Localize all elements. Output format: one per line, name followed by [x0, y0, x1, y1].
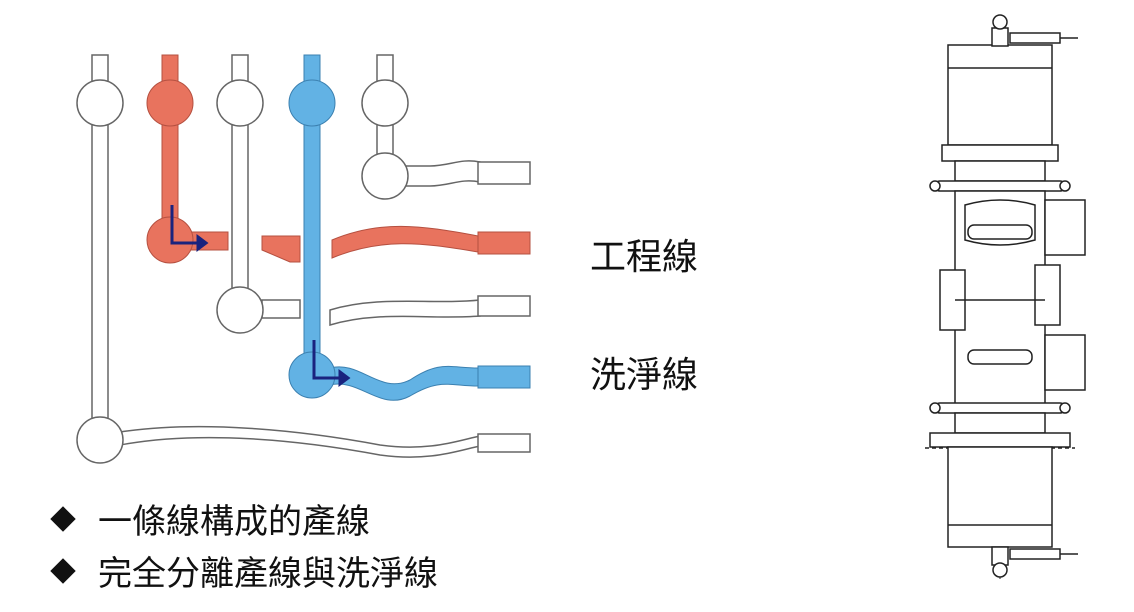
valve-circle: [216, 286, 264, 334]
diamond-bullet-icon: [50, 505, 76, 532]
valve-circle: [76, 416, 124, 464]
diamond-bullet-icon: [50, 557, 76, 584]
valve-circle: [216, 79, 264, 127]
valve-circle: [361, 79, 409, 127]
cleaning-line-label: 洗淨線: [590, 355, 699, 396]
valve-circle: [76, 79, 124, 127]
cleaning-pipe-horizontal: [329, 365, 479, 401]
pipe-1-horizontal: [119, 425, 481, 458]
bullet-item: 一條線構成的產線: [48, 494, 370, 543]
process-valve: [146, 216, 194, 264]
flow-arrow-icon: [170, 205, 198, 245]
process-line-label: 工程線: [590, 237, 699, 278]
flow-arrow-icon: [312, 340, 340, 380]
process-pipe-horizontal: [331, 225, 479, 259]
cleaning-valve: [288, 351, 336, 399]
bullet-item: 完全分離產線與洗淨線: [48, 546, 438, 595]
valve-cross-section: [925, 14, 1086, 580]
valve-circle: [361, 152, 409, 200]
bullet-text: 完全分離產線與洗淨線: [98, 554, 438, 594]
bullet-text: 一條線構成的產線: [98, 502, 370, 542]
